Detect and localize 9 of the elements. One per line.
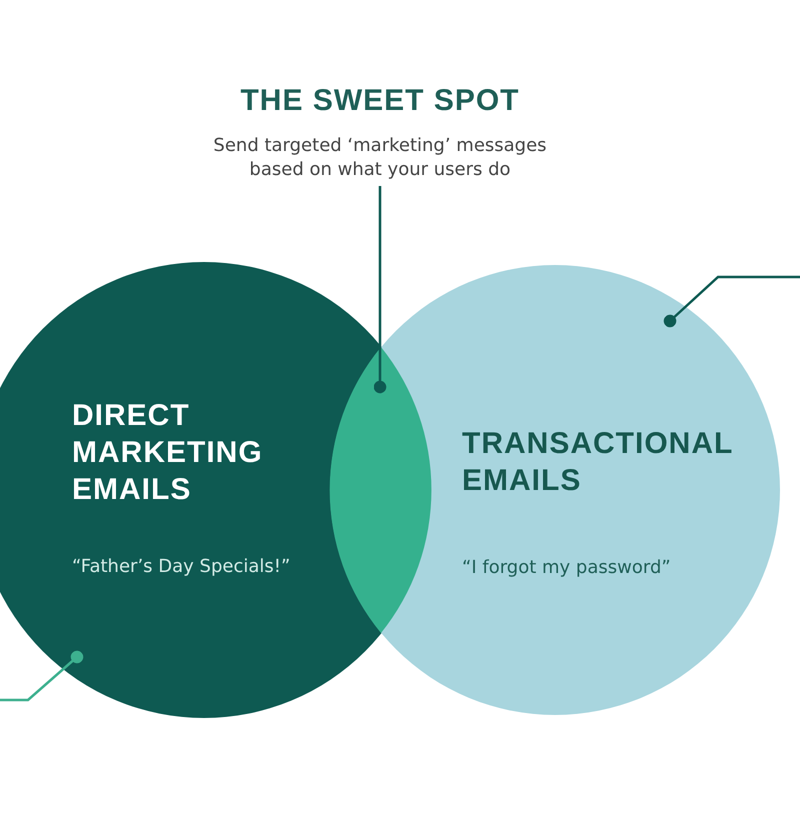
circle-heading: DIRECT MARKETING EMAILS <box>72 398 264 508</box>
example-quote: “I forgot my password” <box>462 557 672 578</box>
heading: THE SWEET SPOT <box>239 84 521 118</box>
description-text: Send targeted ‘marketing’ messages based on what your users do <box>212 134 548 182</box>
circle-heading: TRANSACTIONAL EMAILS <box>462 426 734 499</box>
leader-line <box>0 650 84 702</box>
leader-line <box>664 276 800 328</box>
example-quote: “Father’s Day Specials!” <box>72 556 292 577</box>
leader-line <box>374 186 386 394</box>
